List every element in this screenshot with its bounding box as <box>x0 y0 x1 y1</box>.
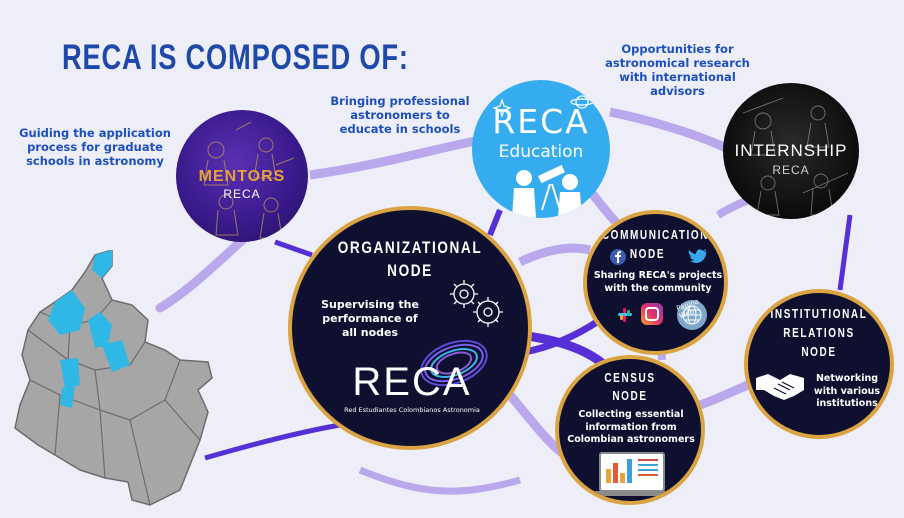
caption-internship: Opportunities for astronomical research … <box>605 42 750 98</box>
mentors-subtitle: RECA <box>223 187 261 201</box>
institutional-title-1: INSTITUTIONAL <box>770 307 868 321</box>
internship-illustration <box>742 97 849 216</box>
organizational-title-1: ORGANIZATIONAL <box>337 238 483 257</box>
connector-org-comm <box>518 243 592 267</box>
connector-top-arc <box>309 135 481 180</box>
caption-education: Bringing professional astronomers to edu… <box>330 94 470 136</box>
education-illustration <box>492 95 594 218</box>
organizational-text: Supervising the performance of all nodes <box>321 298 419 339</box>
map-shape <box>14 250 213 506</box>
instagram-icon-frame <box>645 307 659 321</box>
census-title-2: NODE <box>612 389 648 403</box>
globe-lines <box>682 305 702 325</box>
education-circle: RECA Education <box>472 80 610 218</box>
census-node: CENSUS NODE Collecting essential informa… <box>555 355 705 505</box>
reca-logo-subtitle: Red Estudiantes Colombianos Astronomia <box>344 406 480 414</box>
organizational-node: ORGANIZATIONAL NODE Supervising the perf… <box>288 206 532 450</box>
internship-subtitle: RECA <box>772 163 810 177</box>
globe-icon <box>677 300 707 330</box>
census-text: Collecting essential information from Co… <box>567 409 695 445</box>
telescope-icon <box>512 165 582 218</box>
internship-circle: INTERNSHIP RECA <box>723 83 859 219</box>
communication-text: Sharing RECA's projects with the communi… <box>593 270 723 294</box>
institutional-title-3: NODE <box>801 345 837 359</box>
communication-title-1: COMMUNICATION <box>601 228 710 242</box>
map-region-highlight-6 <box>60 385 75 408</box>
mentors-illustration <box>203 121 295 239</box>
facebook-icon <box>610 249 626 265</box>
education-subtitle: Education <box>498 142 584 162</box>
connector-internship-inst <box>837 214 853 291</box>
instagram-icon <box>641 303 663 325</box>
reca-logo-orbit <box>420 339 488 387</box>
connector-mentors-org <box>274 239 313 258</box>
map-region-highlight-4 <box>102 340 130 372</box>
institutional-text: Networking with various institutions <box>813 373 881 409</box>
mentors-title: MENTORS <box>198 168 286 185</box>
colombia-map <box>14 250 213 506</box>
laptop-chart-icon <box>594 452 670 496</box>
communication-node: COMMUNICATION NODE Sharing RECA's projec… <box>583 210 728 355</box>
map-region-highlight-3 <box>88 312 112 348</box>
connector-census-inst <box>698 380 750 410</box>
map-region-highlight-5 <box>60 358 80 388</box>
map-region-highlight-2 <box>48 290 85 335</box>
map-region-highlight-1 <box>92 250 112 278</box>
connector-map-bottom <box>204 422 341 461</box>
education-title: RECA <box>492 102 590 141</box>
internship-title: INTERNSHIP <box>734 141 848 160</box>
handshake-icon <box>756 374 804 400</box>
census-title-1: CENSUS <box>604 371 656 385</box>
page-title: RECA IS COMPOSED OF: <box>62 38 409 77</box>
mentors-circle: MENTORS RECA <box>176 110 308 242</box>
twitter-icon <box>688 249 707 263</box>
connector-education-internship <box>609 107 733 155</box>
map-region-lines <box>27 299 201 506</box>
institutional-title-2: RELATIONS <box>783 326 855 340</box>
caption-mentors: Guiding the application process for grad… <box>19 126 171 168</box>
organizational-title-2: NODE <box>387 261 433 280</box>
communication-title-2: NODE <box>629 247 666 261</box>
slack-icon <box>618 308 632 322</box>
institutional-node: INSTITUTIONAL RELATIONS NODE Networking … <box>744 289 894 439</box>
gears-icon <box>450 280 503 327</box>
connector-education-org <box>487 208 503 237</box>
connector-mentors-map <box>155 230 253 313</box>
reca-logo-text: RECA <box>352 360 472 404</box>
connector-bottom-arc <box>358 466 521 495</box>
